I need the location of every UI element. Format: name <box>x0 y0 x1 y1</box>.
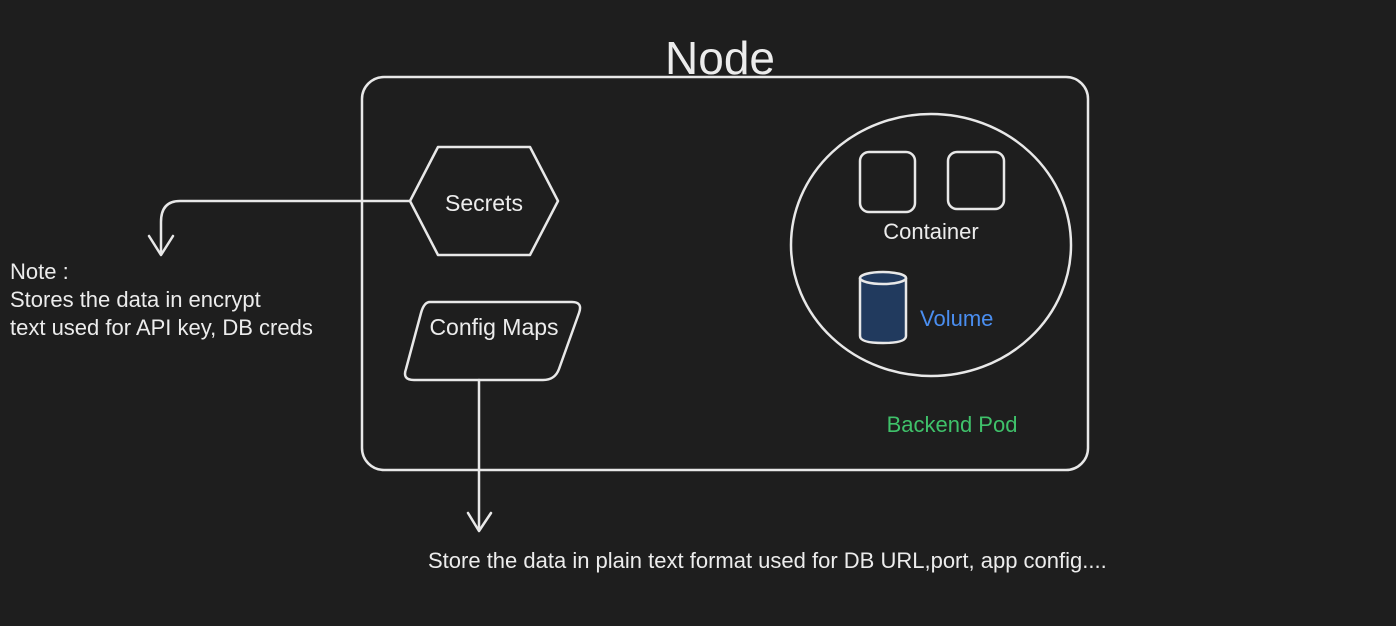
secrets-note: Note : Stores the data in encrypt text u… <box>10 258 313 342</box>
configmaps-shape: Config Maps <box>403 300 582 382</box>
configmaps-note: Store the data in plain text format used… <box>428 548 1107 573</box>
node-title: Node <box>665 32 775 84</box>
node-box <box>360 75 1090 472</box>
pod-label: Backend Pod <box>887 412 1018 437</box>
note-line-1: Note : <box>10 259 69 284</box>
configmaps-label: Config Maps <box>429 314 558 340</box>
pod-circle <box>789 112 1073 378</box>
note-line-3: text used for API key, DB creds <box>10 315 313 340</box>
volume-label: Volume <box>920 306 993 331</box>
note-line-2: Stores the data in encrypt <box>10 287 261 312</box>
secrets-label: Secrets <box>445 190 523 216</box>
volume-icon <box>858 270 908 345</box>
secrets-arrow <box>147 199 412 257</box>
configmaps-arrow <box>466 378 493 533</box>
container-box-1 <box>858 150 917 214</box>
container-label: Container <box>883 219 978 244</box>
secrets-shape: Secrets <box>408 145 560 257</box>
container-box-2 <box>946 150 1006 211</box>
